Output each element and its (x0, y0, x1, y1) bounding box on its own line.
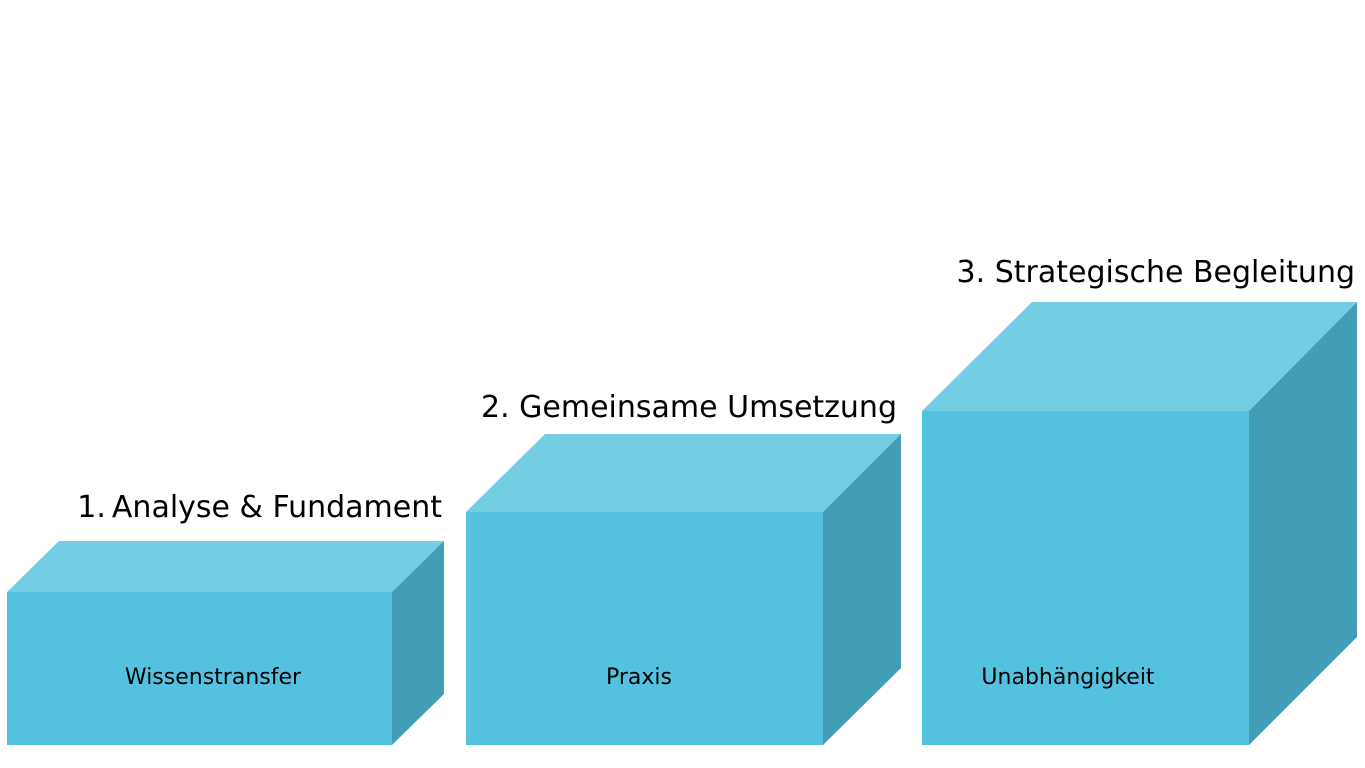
step-2-block: Praxis (466, 434, 901, 745)
step-3-block: Unabhängigkeit (922, 302, 1357, 745)
step-1-block-side (392, 541, 444, 745)
step-3-block-top (922, 302, 1357, 411)
step-3-block-front (922, 411, 1249, 745)
step-1-label: Wissenstransfer (125, 665, 302, 690)
step-3-label: Unabhängigkeit (981, 665, 1155, 690)
step-3-title: 3. Strategische Begleitung (957, 255, 1355, 290)
step-1-title: 1. Analyse & Fundament (77, 490, 442, 525)
step-1-block-top (7, 541, 444, 592)
step-1-block: Wissenstransfer (7, 541, 444, 745)
step-2-block-front (466, 512, 823, 745)
step-3-block-side (1249, 302, 1357, 745)
step-2-block-side (823, 434, 901, 745)
step-2-block-top (466, 434, 901, 512)
step-2-title: 2. Gemeinsame Umsetzung (481, 390, 897, 425)
step-1-block-front (7, 592, 392, 745)
step-2-label: Praxis (606, 665, 672, 690)
